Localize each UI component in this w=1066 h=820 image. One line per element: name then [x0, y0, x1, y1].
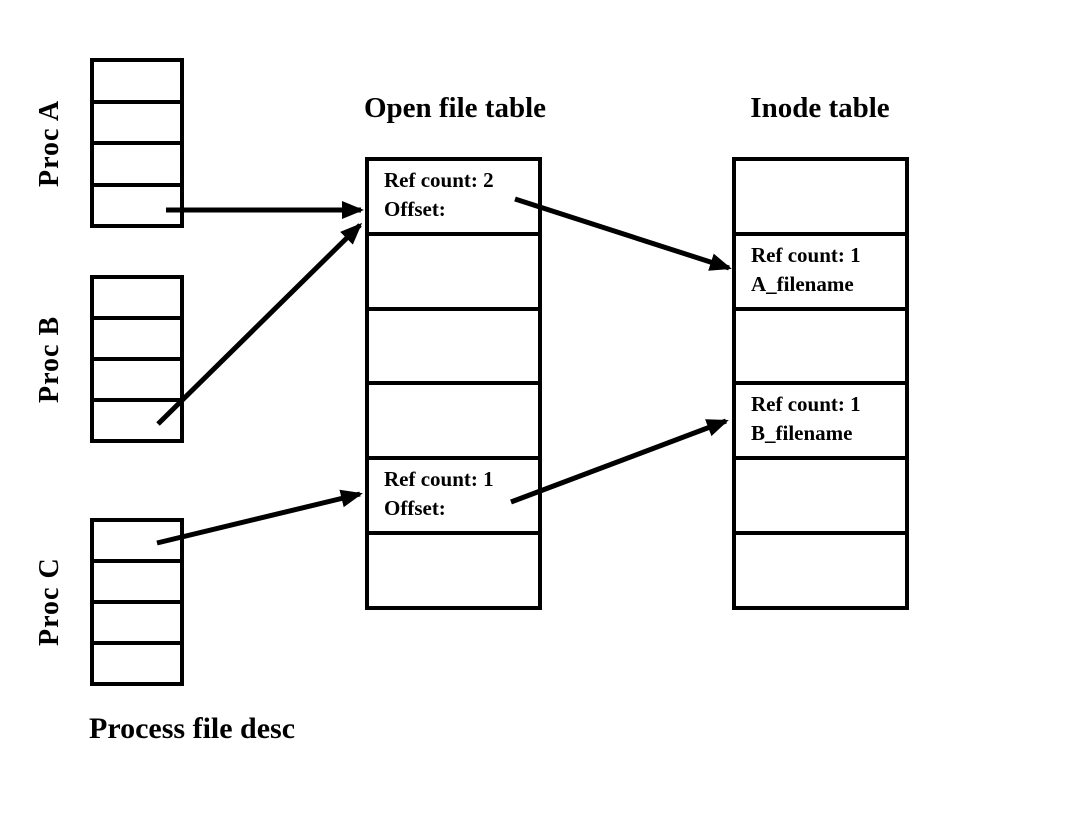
proc-a-slot: [94, 145, 180, 187]
open-file-table-title: Open file table: [363, 92, 547, 124]
proc-a-slot: [94, 187, 180, 225]
arrow-open-row-5-to-inode-row-4: [510, 418, 729, 505]
ref-count-text: Ref count: 1: [751, 242, 861, 267]
proc-b-label: Proc B: [34, 315, 65, 403]
arrow-proc-c-to-open-row-5: [156, 489, 363, 546]
proc-c-slot: [94, 563, 180, 604]
proc-a-label: Proc A: [34, 99, 65, 187]
open-file-table: Ref count: 2 Offset: Ref count: 1 Offset…: [365, 157, 542, 610]
arrow-open-row-1-to-inode-row-2: [514, 196, 732, 271]
proc-b-slot: [94, 279, 180, 320]
open-file-table-row-6: [369, 535, 538, 606]
proc-b-slot: [94, 361, 180, 402]
filename-text: A_filename: [751, 271, 854, 296]
proc-c-slot: [94, 645, 180, 682]
inode-table: Ref count: 1 A_filename Ref count: 1 B_f…: [732, 157, 909, 610]
open-file-table-row-3: [369, 311, 538, 386]
proc-c-slot: [94, 522, 180, 563]
ref-count-text: Ref count: 2: [384, 168, 494, 192]
offset-text: Offset:: [384, 496, 446, 521]
proc-a-slot: [94, 62, 180, 104]
open-file-table-row-2: [369, 236, 538, 311]
inode-table-row-5: [736, 460, 905, 536]
inode-table-row-3: [736, 311, 905, 386]
proc-c-table: [90, 518, 184, 686]
inode-table-row-1: [736, 161, 905, 236]
proc-b-slot: [94, 402, 180, 439]
inode-table-row-6: [736, 535, 905, 606]
proc-b-slot: [94, 320, 180, 361]
proc-a-slot: [94, 104, 180, 145]
proc-c-label: Proc C: [34, 557, 65, 647]
process-file-desc-label: Process file desc: [89, 712, 296, 745]
proc-b-table: [90, 275, 184, 443]
filename-text: B_filename: [751, 421, 853, 446]
inode-table-row-2: Ref count: 1 A_filename: [736, 236, 905, 311]
inode-table-title: Inode table: [750, 92, 890, 124]
open-file-table-row-4: [369, 385, 538, 461]
inode-table-row-4: Ref count: 1 B_filename: [736, 385, 905, 461]
ref-count-text: Ref count: 1: [384, 467, 494, 492]
arrow-proc-b-to-open-row-1: [156, 222, 363, 426]
open-file-table-row-5: Ref count: 1 Offset:: [369, 460, 538, 536]
proc-c-slot: [94, 604, 180, 645]
offset-text: Offset:: [384, 197, 446, 221]
proc-a-table: [90, 58, 184, 228]
ref-count-text: Ref count: 1: [751, 392, 861, 417]
open-file-table-row-1: Ref count: 2 Offset:: [369, 161, 538, 236]
